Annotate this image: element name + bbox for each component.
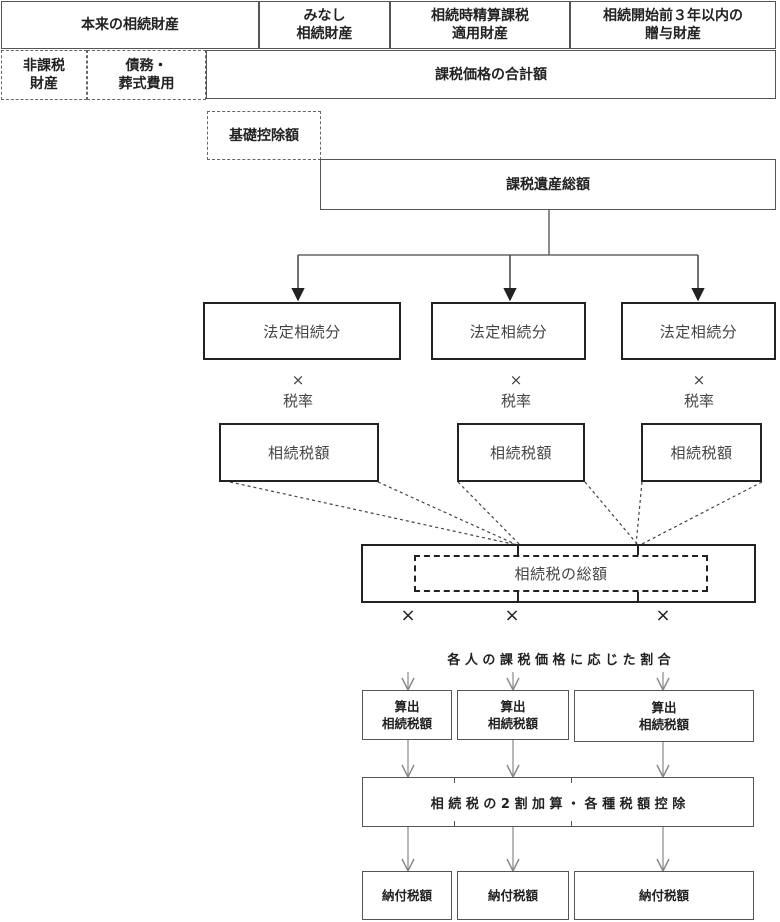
adjustment-box [362, 777, 754, 827]
divider-tick [637, 544, 639, 556]
inheritance-tax-label: 相続税額 [267, 444, 330, 462]
inheritance-tax-box-3: 相続税額 [641, 423, 762, 482]
debts-funeral-label: 債務・ 葬式費用 [118, 58, 175, 92]
legal-share-box-3: 法定相続分 [621, 302, 776, 360]
divider-tick [637, 591, 639, 603]
calculated-tax-label: 算出 相続税額 [381, 699, 432, 731]
legal-share-label: 法定相続分 [659, 322, 738, 341]
calculated-tax-box-3: 算出 相続税額 [574, 690, 754, 742]
adjustment-divider [571, 821, 572, 827]
basic-deduction-box: 基礎控除額 [207, 111, 321, 160]
ratio-label: 各 人 の 課 税 価 格 に 応 じ た 割 合 [447, 653, 671, 668]
tax-rate-group-1: × 税率 [278, 370, 318, 412]
adjustment-label: 相 続 税 の 2 割 加 算 ・ 各 種 税 額 控 除 [430, 797, 686, 812]
dotted-connector [635, 481, 643, 546]
times-sign: × [400, 605, 416, 626]
payable-tax-box-1: 納付税額 [362, 871, 452, 920]
legal-share-label: 法定相続分 [469, 322, 548, 341]
dotted-connector [229, 481, 518, 546]
total-tax-inner-box: 相続税の総額 [414, 555, 708, 592]
legal-share-box-2: 法定相続分 [431, 302, 586, 360]
tax-rate-group-3: × 税率 [679, 370, 719, 412]
settlement-assets-label: 相続時精算課税 適用財産 [431, 8, 529, 42]
settlement-assets-box: 相続時精算課税 適用財産 [390, 1, 570, 49]
payable-tax-label: 納付税額 [381, 888, 432, 903]
taxable-estate-total-label: 課税遺産総額 [506, 176, 590, 193]
legal-share-box-1: 法定相続分 [203, 302, 401, 360]
payable-tax-label: 納付税額 [638, 888, 689, 903]
calculated-tax-box-2: 算出 相続税額 [457, 690, 569, 740]
adjustment-divider [454, 821, 455, 827]
dotted-connector [639, 481, 763, 546]
non-taxable-box: 非課税 財産 [1, 50, 87, 100]
times-sign: × [509, 371, 523, 389]
inheritance-tax-label: 相続税額 [670, 444, 733, 462]
adjustment-divider [571, 777, 572, 783]
dotted-connector [457, 481, 521, 546]
adjustment-divider [454, 777, 455, 783]
basic-deduction-label: 基礎控除額 [229, 127, 299, 144]
tax-rate-label: 税率 [683, 392, 714, 410]
payable-tax-label: 納付税額 [487, 888, 538, 903]
inheritance-tax-box-2: 相続税額 [457, 423, 585, 482]
divider-tick [517, 544, 519, 556]
calculated-tax-box-1: 算出 相続税額 [362, 690, 452, 740]
total-tax-label: 相続税の総額 [514, 565, 608, 583]
payable-tax-box-3: 納付税額 [574, 871, 754, 920]
non-taxable-label: 非課税 財産 [23, 58, 65, 92]
calculated-tax-label: 算出 相続税額 [487, 699, 538, 731]
divider-tick [517, 591, 519, 603]
deemed-assets-box: みなし 相続財産 [259, 1, 390, 49]
tax-rate-label: 税率 [282, 392, 313, 410]
debts-funeral-box: 債務・ 葬式費用 [87, 50, 206, 100]
gift-assets-box: 相続開始前３年以内の 贈与財産 [570, 1, 776, 49]
times-sign: × [291, 371, 305, 389]
dotted-connector [584, 481, 639, 546]
deemed-assets-label: みなし 相続財産 [296, 8, 353, 42]
tax-rate-label: 税率 [500, 392, 531, 410]
times-sign: × [655, 605, 671, 626]
inheritance-tax-label: 相続税額 [489, 444, 552, 462]
inheritance-tax-box-1: 相続税額 [219, 423, 379, 482]
gift-assets-label: 相続開始前３年以内の 贈与財産 [603, 8, 743, 42]
tax-rate-group-2: × 税率 [496, 370, 536, 412]
original-assets-box: 本来の相続財産 [1, 1, 259, 49]
dotted-connector [377, 481, 518, 546]
taxable-total-label: 課税価格の合計額 [435, 66, 547, 83]
taxable-total-box: 課税価格の合計額 [206, 50, 776, 99]
legal-share-label: 法定相続分 [263, 322, 341, 341]
payable-tax-box-2: 納付税額 [457, 871, 569, 920]
taxable-estate-total-box: 課税遺産総額 [320, 159, 776, 210]
times-sign: × [504, 605, 520, 626]
original-assets-label: 本来の相続財産 [81, 17, 179, 33]
times-sign: × [692, 371, 706, 389]
calculated-tax-label: 算出 相続税額 [638, 700, 689, 732]
